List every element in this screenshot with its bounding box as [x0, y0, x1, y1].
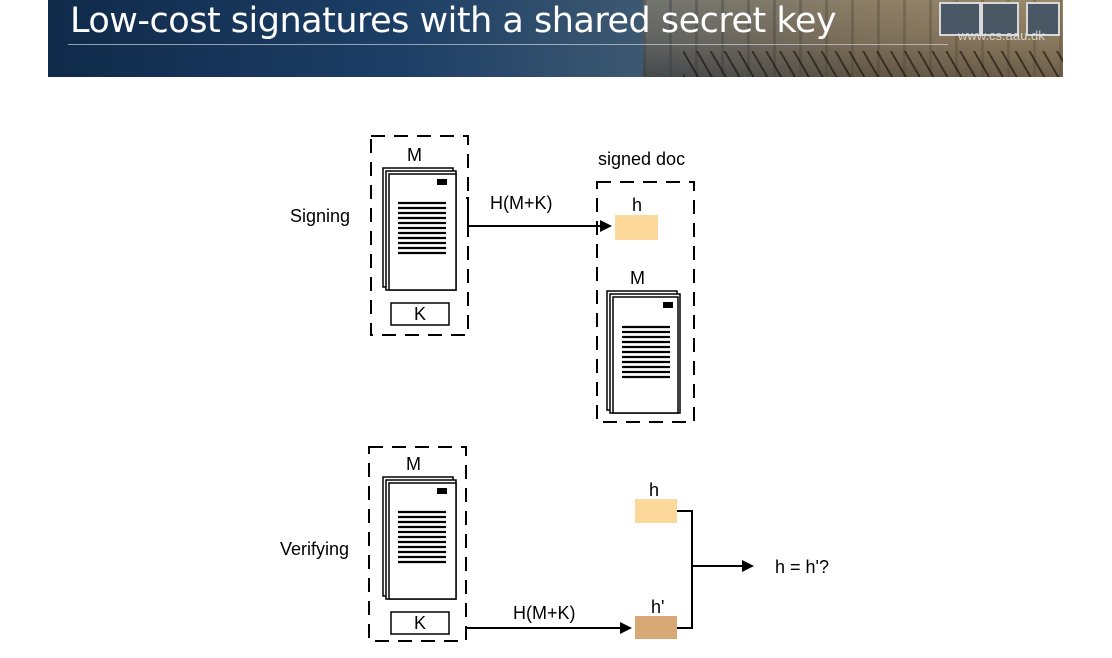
slide-title: Low-cost signatures with a shared secret…	[70, 1, 837, 41]
signer-doc-label: M	[407, 145, 422, 165]
signed-doc-title: signed doc	[598, 149, 685, 169]
signer-document-icon	[382, 167, 457, 291]
verifying-hash-function-label: H(M+K)	[513, 603, 576, 623]
signing-hash-function-label: H(M+K)	[490, 193, 553, 213]
banner-window	[981, 2, 1019, 36]
signed-doc-hash-box	[615, 215, 658, 240]
signed-doc-document-icon	[606, 290, 681, 414]
signed-doc-message-label: M	[630, 268, 645, 288]
title-banner: Low-cost signatures with a shared secret…	[48, 0, 1063, 77]
signer-key-label: K	[414, 304, 426, 324]
computed-hash-label: h'	[651, 597, 664, 617]
banner-rule	[68, 44, 948, 45]
received-hash-label: h	[649, 480, 659, 500]
signer-key-box	[390, 302, 450, 326]
slide-url: www.cs.aau.dk	[958, 28, 1045, 43]
banner-bicycles	[683, 51, 1063, 77]
signed-doc-dashed-box	[596, 181, 695, 423]
verifier-key-label: K	[414, 613, 426, 633]
signer-dashed-box	[370, 135, 469, 336]
verifier-document-icon	[382, 476, 457, 600]
banner-window	[1026, 2, 1060, 36]
verifying-row-label: Verifying	[280, 539, 349, 559]
verifier-key-box	[390, 611, 450, 635]
verifier-dashed-box	[368, 446, 467, 642]
signing-hash-arrow	[466, 197, 612, 232]
received-hash-box	[635, 499, 677, 523]
computed-hash-box	[635, 616, 677, 639]
verifier-doc-label: M	[406, 454, 421, 474]
comparison-result-label: h = h'?	[775, 557, 829, 577]
banner-window	[939, 2, 981, 36]
comparison-connector	[677, 510, 693, 629]
signing-row-label: Signing	[290, 206, 350, 226]
signed-doc-hash-label: h	[632, 195, 642, 215]
